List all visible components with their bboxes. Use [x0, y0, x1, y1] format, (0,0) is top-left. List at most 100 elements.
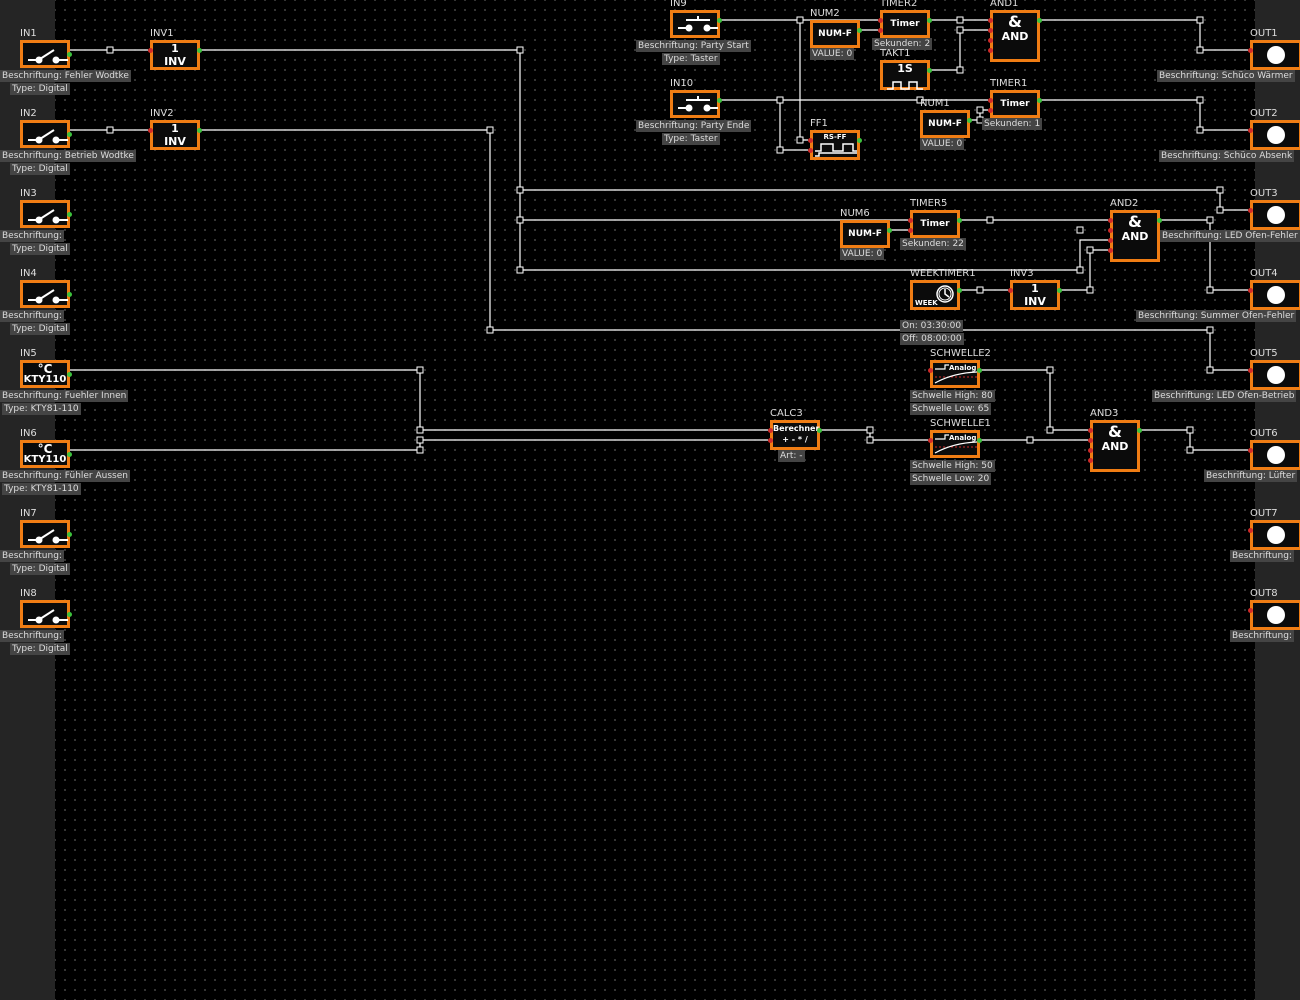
wire-node[interactable]	[796, 16, 804, 24]
and3-block[interactable]: &AND	[1090, 420, 1140, 472]
output-block-out8[interactable]	[1250, 600, 1300, 630]
wire-node[interactable]	[866, 426, 874, 434]
wire[interactable]	[1040, 19, 1248, 51]
and1-block[interactable]: &AND	[990, 10, 1040, 62]
input-pin[interactable]	[1248, 128, 1253, 133]
wire[interactable]	[200, 129, 1248, 371]
wire-node[interactable]	[796, 136, 804, 144]
output-pin[interactable]	[67, 532, 72, 537]
timer1-block[interactable]: Timer	[990, 90, 1040, 118]
wire-node[interactable]	[916, 96, 924, 104]
logic-canvas[interactable]	[55, 0, 1255, 1000]
output-pin[interactable]	[967, 118, 972, 123]
input-pin[interactable]	[808, 138, 813, 143]
input-pin[interactable]	[1248, 208, 1253, 213]
input-pin[interactable]	[908, 228, 913, 233]
wire-node[interactable]	[1206, 326, 1214, 334]
wire-node[interactable]	[1196, 16, 1204, 24]
wire-node[interactable]	[106, 126, 114, 134]
output-pin[interactable]	[717, 18, 722, 23]
timer2-block[interactable]: Timer	[880, 10, 930, 38]
output-pin[interactable]	[977, 368, 982, 373]
output-pin[interactable]	[717, 98, 722, 103]
input-block-in10[interactable]	[670, 90, 720, 118]
output-pin[interactable]	[887, 228, 892, 233]
input-block-in1[interactable]	[20, 40, 70, 68]
output-pin[interactable]	[1057, 288, 1062, 293]
num2-block[interactable]: NUM-F	[810, 20, 860, 48]
schwelle1-block[interactable]: Analog	[930, 430, 980, 458]
wire-node[interactable]	[1196, 96, 1204, 104]
output-pin[interactable]	[857, 138, 862, 143]
output-pin[interactable]	[1157, 218, 1162, 223]
input-pin[interactable]	[1248, 448, 1253, 453]
wire[interactable]	[1160, 219, 1248, 291]
wire-node[interactable]	[416, 436, 424, 444]
input-block-in2[interactable]	[20, 120, 70, 148]
wire-node[interactable]	[1046, 366, 1054, 374]
wire[interactable]	[200, 49, 1108, 271]
input-pin[interactable]	[928, 438, 933, 443]
output-pin[interactable]	[67, 292, 72, 297]
input-pin[interactable]	[988, 18, 993, 23]
input-block-in3[interactable]	[20, 200, 70, 228]
wire-node[interactable]	[106, 46, 114, 54]
wire-node[interactable]	[1086, 286, 1094, 294]
wire[interactable]	[799, 20, 808, 141]
calc3-block[interactable]: Berechner+ - * /	[770, 420, 820, 450]
wire-node[interactable]	[486, 326, 494, 334]
input-pin[interactable]	[988, 38, 993, 43]
output-block-out4[interactable]	[1250, 280, 1300, 310]
wire-node[interactable]	[1186, 446, 1194, 454]
wire-node[interactable]	[1076, 226, 1084, 234]
input-pin[interactable]	[908, 218, 913, 223]
wire-node[interactable]	[1206, 366, 1214, 374]
output-pin[interactable]	[927, 18, 932, 23]
output-block-out1[interactable]	[1250, 40, 1300, 70]
input-pin[interactable]	[878, 18, 883, 23]
input-pin[interactable]	[1248, 48, 1253, 53]
wire[interactable]	[1140, 429, 1248, 451]
input-pin[interactable]	[1088, 458, 1093, 463]
output-pin[interactable]	[67, 612, 72, 617]
wire-node[interactable]	[516, 266, 524, 274]
wire-node[interactable]	[1046, 426, 1054, 434]
wire[interactable]	[779, 100, 808, 151]
timer5-block[interactable]: Timer	[910, 210, 960, 238]
wire-node[interactable]	[416, 426, 424, 434]
output-pin[interactable]	[67, 52, 72, 57]
output-pin[interactable]	[857, 28, 862, 33]
input-pin[interactable]	[148, 128, 153, 133]
input-pin[interactable]	[988, 28, 993, 33]
wire[interactable]	[820, 429, 928, 441]
output-pin[interactable]	[67, 372, 72, 377]
wire[interactable]	[520, 189, 1248, 211]
wire-node[interactable]	[986, 216, 994, 224]
output-pin[interactable]	[927, 68, 932, 73]
output-pin[interactable]	[1037, 18, 1042, 23]
wire[interactable]	[980, 369, 1088, 431]
weektimer1-block[interactable]: WEEK	[910, 280, 960, 310]
wire-node[interactable]	[516, 216, 524, 224]
input-pin[interactable]	[1088, 438, 1093, 443]
input-pin[interactable]	[768, 438, 773, 443]
wire[interactable]	[1040, 99, 1248, 131]
input-pin[interactable]	[1248, 368, 1253, 373]
wire[interactable]	[1060, 249, 1108, 291]
output-block-out7[interactable]	[1250, 520, 1300, 550]
ff1-block[interactable]: RS-FF	[810, 130, 860, 160]
input-pin[interactable]	[1108, 218, 1113, 223]
wire-node[interactable]	[1026, 436, 1034, 444]
input-block-in8[interactable]	[20, 600, 70, 628]
wire-node[interactable]	[976, 106, 984, 114]
output-pin[interactable]	[197, 48, 202, 53]
input-block-in4[interactable]	[20, 280, 70, 308]
wire-node[interactable]	[1186, 426, 1194, 434]
input-pin[interactable]	[1248, 608, 1253, 613]
wire[interactable]	[70, 439, 768, 451]
wire-node[interactable]	[866, 436, 874, 444]
